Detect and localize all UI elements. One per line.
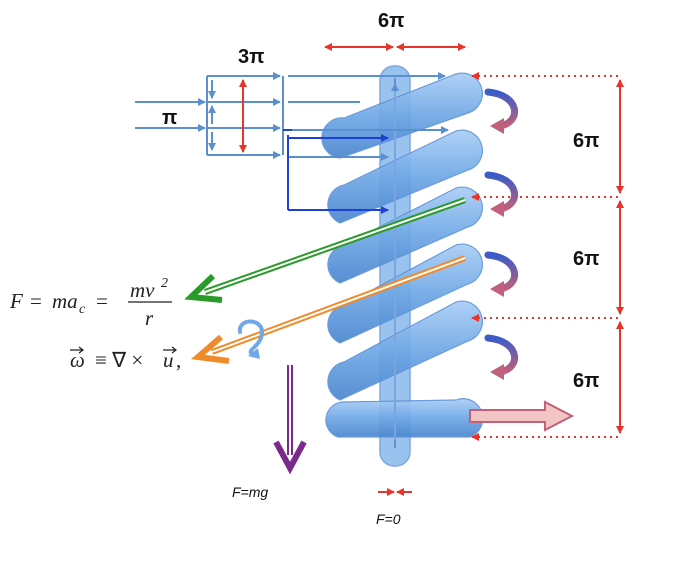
centripetal-equation: F = ma c = mv 2 r xyxy=(9,276,172,330)
net-force-label: F=0 xyxy=(376,511,401,527)
eq-ma: ma xyxy=(52,289,78,313)
rotation-head-1 xyxy=(490,118,504,134)
vort-omega: ω xyxy=(70,348,85,372)
deep-flow-arrows xyxy=(283,129,389,214)
vort-u: u xyxy=(163,348,174,372)
eq-lhs: F xyxy=(9,289,23,313)
vorticity-curl-icon xyxy=(238,319,265,356)
coil-turn-3 xyxy=(327,186,483,284)
rotation-curls xyxy=(484,88,518,376)
rotation-head-3 xyxy=(490,281,504,297)
outflow-arrow xyxy=(469,400,575,432)
vort-u-vector-icon xyxy=(163,346,177,354)
eq-numerator: mv xyxy=(130,278,155,302)
eq-exponent: 2 xyxy=(161,276,168,291)
dotted-reference-lines xyxy=(471,72,620,441)
eq-equals-1: = xyxy=(30,289,42,313)
right-pitch-label-2: 6π xyxy=(573,248,599,270)
left-width-label: 3π xyxy=(238,46,264,68)
gravity-force-label: F=mg xyxy=(232,484,268,500)
vorticity-force-arrow xyxy=(190,255,467,364)
centripetal-force-arrow xyxy=(184,197,467,303)
gravity-force-arrow xyxy=(273,365,307,475)
rotation-heads xyxy=(490,118,504,380)
right-pitch-label-3: 6π xyxy=(573,370,599,392)
vorticity-equation: ω ≡ ∇ × u , xyxy=(70,346,181,372)
coil-turn-6 xyxy=(325,398,484,438)
eq-subscript: c xyxy=(79,302,86,317)
rotation-curl-4 xyxy=(484,334,518,376)
coil-turn-5 xyxy=(327,300,483,401)
rotation-curl-2 xyxy=(484,171,518,213)
vorticity-curl-head xyxy=(248,348,260,359)
coil-turn-2 xyxy=(327,129,483,224)
vort-comma: , xyxy=(176,348,181,372)
vort-omega-vector-icon xyxy=(70,346,84,354)
rotation-head-4 xyxy=(490,364,504,380)
rotation-curl-3 xyxy=(484,251,518,293)
eq-denominator: r xyxy=(145,306,154,330)
vort-operator: ≡ ∇ × xyxy=(95,348,143,372)
right-pitch-label-1: 6π xyxy=(573,130,599,152)
eq-equals-2: = xyxy=(96,289,108,313)
left-input-label: π xyxy=(162,107,177,129)
inflow-arrows xyxy=(135,72,449,161)
rotation-curl-1 xyxy=(484,88,518,130)
helical-coil xyxy=(321,72,484,438)
top-width-label: 6π xyxy=(378,10,404,32)
rotation-head-2 xyxy=(490,201,504,217)
